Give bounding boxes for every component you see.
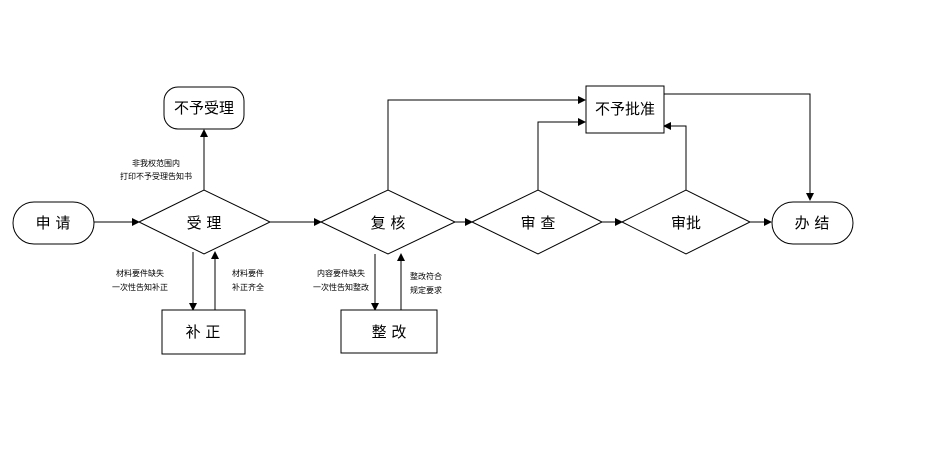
rectify-label: 整 改 (372, 323, 407, 341)
note-content-lacking-2: 一次性告知整改 (313, 282, 369, 292)
supplement-label: 补 正 (186, 323, 221, 341)
review-label: 审 查 (521, 214, 556, 232)
note-material-complete-2: 补正齐全 (232, 282, 264, 292)
finish-label: 办 结 (795, 214, 830, 232)
node-supplement (161, 309, 246, 355)
note-material-complete-1: 材料要件 (232, 268, 264, 278)
note-out-of-scope-2: 打印不予受理告知书 (120, 171, 192, 181)
node-review (470, 189, 604, 255)
node-finish (771, 201, 854, 245)
edge-notes: 非我权范围内 打印不予受理告知书 材料要件缺失 一次性告知补正 材料要件 补正齐… (112, 158, 442, 295)
arrow-recheck-to-not-approve (387, 96, 586, 190)
note-out-of-scope-1: 非我权范围内 (132, 158, 180, 168)
arrow-approve-to-not-approve (663, 122, 687, 190)
node-not-accept (163, 86, 245, 130)
not-accept-label: 不予受理 (174, 99, 234, 117)
approve-label: 审批 (671, 214, 701, 232)
note-content-lacking-1: 内容要件缺失 (317, 268, 365, 278)
note-material-lacking-2: 一次性告知补正 (112, 282, 168, 292)
arrow-not-approve-to-finish (664, 93, 814, 201)
node-accept (137, 189, 272, 255)
arrow-review-to-not-approve (537, 118, 586, 190)
node-approve (620, 189, 752, 255)
node-labels: 申 请 受 理 不予受理 补 正 复 核 整 改 审 查 审批 不予批准 办 结 (36, 99, 830, 341)
node-not-approve (585, 85, 665, 134)
note-rectify-ok-1: 整改符合 (410, 271, 442, 281)
not-approve-label: 不予批准 (595, 100, 655, 118)
accept-label: 受 理 (187, 214, 222, 232)
node-recheck (319, 189, 457, 255)
node-apply (12, 201, 95, 245)
node-rectify (340, 309, 438, 354)
connectors (94, 93, 814, 311)
note-material-lacking-1: 材料要件缺失 (116, 268, 164, 278)
note-rectify-ok-2: 规定要求 (410, 285, 442, 295)
recheck-label: 复 核 (371, 214, 406, 232)
shapes (12, 85, 854, 355)
apply-label: 申 请 (36, 214, 71, 232)
